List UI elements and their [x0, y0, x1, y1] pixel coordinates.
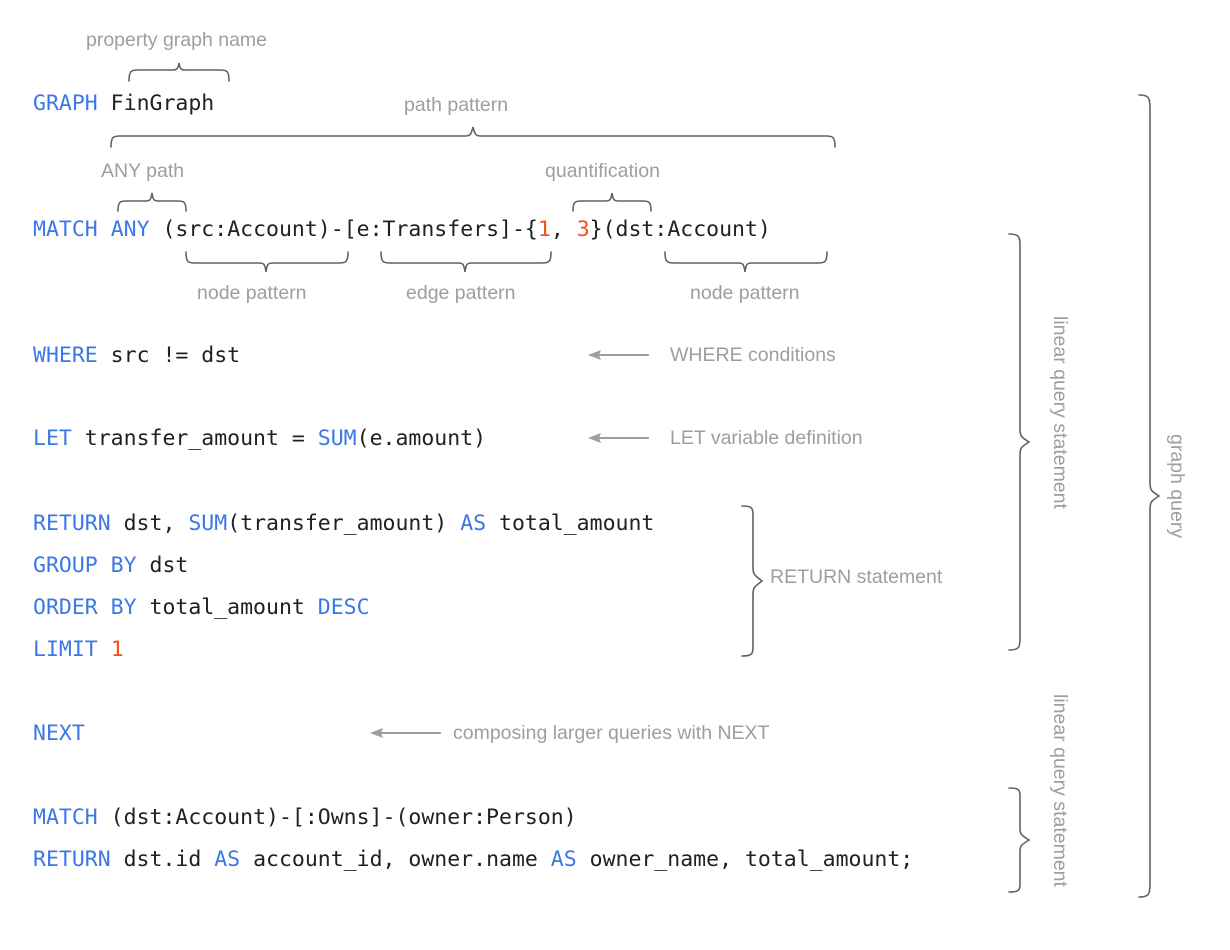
code-line-return-2-token-0: RETURN: [33, 847, 111, 872]
code-line-match-token-2: ANY: [110, 217, 150, 242]
code-line-match-2: MATCH (dst:Account)-[:Owns]-(owner:Perso…: [33, 807, 577, 829]
brace-linear-query-statement-2: [1008, 787, 1031, 893]
brace-property-graph-name: [128, 62, 230, 82]
code-line-let-token-3: (e.amount): [356, 426, 487, 451]
code-line-return-token-4: AS: [460, 511, 487, 536]
code-line-return-token-5: total_amount: [486, 511, 655, 536]
code-line-let-token-0: LET: [33, 426, 72, 451]
code-line-next: NEXT: [33, 723, 85, 745]
code-line-order-by: ORDER BY total_amount DESC: [33, 597, 370, 619]
code-line-order-by-token-1: total_amount: [136, 595, 318, 620]
code-line-match-2-token-1: (dst:Account)-[:Owns]-(owner:Person): [97, 805, 577, 830]
arrow-let-definition: [588, 429, 650, 447]
brace-any-path: [117, 192, 187, 212]
label-linear-query-statement-2: linear query statement: [1049, 694, 1071, 887]
label-let-variable-definition: LET variable definition: [670, 427, 863, 449]
label-node-pattern-left: node pattern: [197, 282, 307, 304]
code-line-let-token-1: transfer_amount =: [71, 426, 318, 451]
code-line-where-token-1: src != dst: [97, 343, 241, 368]
code-line-return-2-token-3: account_id, owner.name: [240, 847, 551, 872]
code-line-limit-token-0: LIMIT: [33, 637, 98, 662]
code-line-group-by: GROUP BY dst: [33, 555, 188, 577]
code-line-graph: GRAPH FinGraph: [33, 93, 214, 115]
code-line-return-2-token-2: AS: [214, 847, 241, 872]
code-line-where: WHERE src != dst: [33, 345, 240, 367]
code-line-limit-token-2: 1: [110, 637, 124, 662]
brace-return-statement: [741, 505, 764, 657]
label-return-statement: RETURN statement: [770, 566, 943, 588]
code-line-match-token-0: MATCH: [33, 217, 98, 242]
code-line-return: RETURN dst, SUM(transfer_amount) AS tota…: [33, 513, 654, 535]
code-line-where-token-0: WHERE: [33, 343, 98, 368]
code-line-let: LET transfer_amount = SUM(e.amount): [33, 428, 486, 450]
code-line-graph-token-0: GRAPH: [33, 91, 98, 116]
code-line-return-token-2: SUM: [188, 511, 228, 536]
label-quantification: quantification: [545, 160, 660, 182]
code-line-match-2-token-0: MATCH: [33, 805, 98, 830]
code-line-next-token-0: NEXT: [33, 721, 85, 746]
code-line-match-token-3: (src:Account)-[e:Transfers]-{: [149, 217, 538, 242]
code-line-return-token-3: (transfer_amount): [227, 511, 461, 536]
code-line-match-token-5: ,: [550, 217, 577, 242]
label-where-conditions: WHERE conditions: [670, 344, 836, 366]
label-linear-query-statement-1: linear query statement: [1049, 316, 1071, 509]
brace-linear-query-statement-1: [1008, 233, 1031, 651]
code-line-graph-token-1: FinGraph: [97, 91, 215, 116]
code-line-return-2-token-4: AS: [550, 847, 577, 872]
code-line-match-token-1: [98, 217, 111, 242]
label-node-pattern-right: node pattern: [690, 282, 800, 304]
code-line-return-2-token-5: owner_name, total_amount;: [576, 847, 914, 872]
code-line-let-token-2: SUM: [317, 426, 357, 451]
code-line-limit: LIMIT 1: [33, 639, 124, 661]
label-path-pattern: path pattern: [404, 94, 509, 116]
label-edge-pattern: edge pattern: [406, 282, 516, 304]
code-line-match-token-7: }(dst:Account): [589, 217, 771, 242]
brace-quantification: [572, 192, 652, 212]
label-any-path: ANY path: [101, 160, 185, 182]
code-line-limit-token-1: [98, 637, 111, 662]
code-line-order-by-token-0: ORDER BY: [33, 595, 137, 620]
label-composing-with-next: composing larger queries with NEXT: [453, 722, 770, 744]
code-line-return-token-0: RETURN: [33, 511, 111, 536]
code-line-match: MATCH ANY (src:Account)-[e:Transfers]-{1…: [33, 219, 771, 241]
brace-path-pattern: [110, 126, 836, 148]
code-line-return-2-token-1: dst.id: [110, 847, 215, 872]
code-line-group-by-token-0: GROUP BY: [33, 553, 137, 578]
code-line-return-2: RETURN dst.id AS account_id, owner.name …: [33, 849, 913, 871]
arrow-composing-next: [370, 724, 442, 742]
brace-edge-pattern: [380, 251, 552, 273]
label-property-graph-name: property graph name: [86, 29, 268, 51]
label-graph-query: graph query: [1166, 434, 1188, 539]
brace-node-pattern-left: [185, 251, 349, 273]
code-line-return-token-1: dst,: [110, 511, 189, 536]
code-line-match-token-6: 3: [576, 217, 590, 242]
code-line-group-by-token-1: dst: [136, 553, 189, 578]
arrow-where-conditions: [588, 346, 650, 364]
code-line-match-token-4: 1: [537, 217, 551, 242]
brace-graph-query: [1138, 94, 1161, 898]
code-line-order-by-token-2: DESC: [317, 595, 370, 620]
brace-node-pattern-right: [664, 251, 828, 273]
